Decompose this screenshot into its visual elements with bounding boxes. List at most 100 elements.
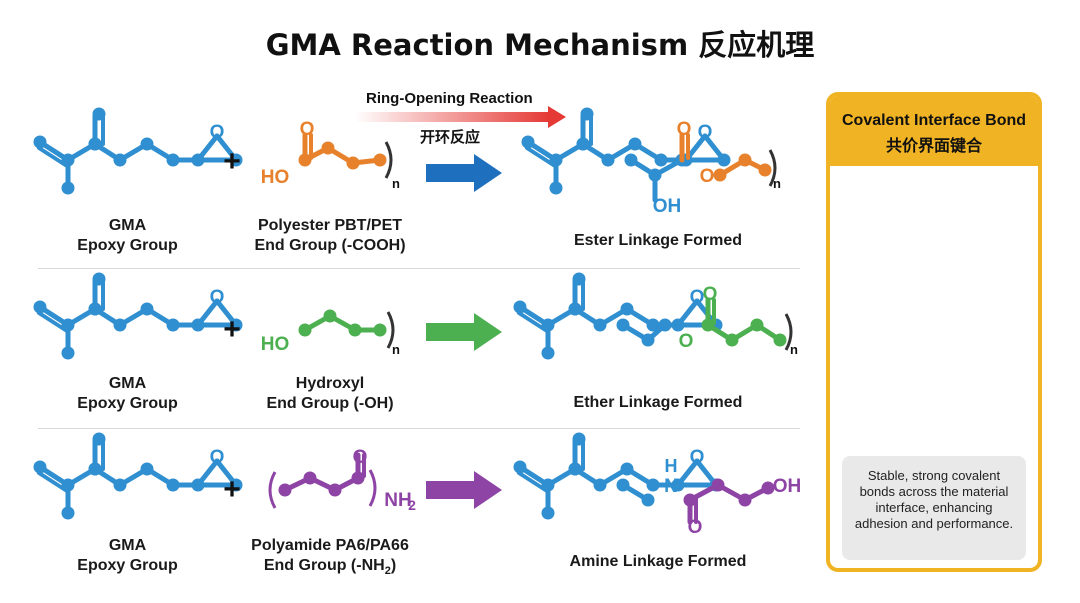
row1-gma-epoxide-l — [195, 133, 220, 163]
row2-prod-ext-atom-1 — [641, 333, 655, 347]
panel-note: Stable, strong covalent bonds across the… — [842, 456, 1026, 560]
row1-gma-epoxide-o: O — [210, 122, 225, 143]
row2-arrow — [426, 313, 502, 351]
reaction-label-en: Ring-Opening Reaction — [366, 90, 533, 107]
row1-acid-atom-3 — [373, 153, 387, 167]
row3-amine-chain-atom-2 — [738, 493, 752, 507]
row1-gma-chain-atom-3 — [166, 153, 180, 167]
row3-gma-chain-atom-1 — [113, 478, 127, 492]
row2-gma-chain-atom-0 — [88, 302, 102, 316]
row3-gma-chain-atom-0 — [88, 462, 102, 476]
row3-gma-atom-1 — [61, 478, 75, 492]
row2-ether-chain-atom-3 — [773, 333, 787, 347]
row3-product-chain-atom-1 — [593, 478, 607, 492]
row3-nh2: NH — [384, 490, 411, 511]
row1-acid-atom-1 — [321, 141, 335, 155]
row3-pa-o: O — [353, 447, 368, 468]
row3-amine-n: N — [664, 476, 678, 497]
row1-gma-atom-1 — [61, 153, 75, 167]
red-arrow-head — [548, 106, 566, 128]
row3-gma-epoxide-l — [195, 458, 220, 488]
row2-product-chain-atom-1 — [593, 318, 607, 332]
panel-title-en: Covalent Interface Bond — [841, 112, 1027, 129]
row3-pa-bracket-left — [268, 471, 277, 509]
row2-gma-atom-2 — [61, 346, 75, 360]
row3-gma-chain-atom-3 — [166, 478, 180, 492]
row2-product-atom-0 — [513, 300, 527, 314]
row1-gma-chain-atom-2 — [140, 137, 154, 151]
row1-prod-n: n — [773, 176, 781, 191]
row2-gma-atom-1 — [61, 318, 75, 332]
row3-pa-bracket — [368, 469, 377, 507]
row3-gma-atom-o — [92, 432, 106, 446]
row2-oh-atom-0 — [298, 323, 312, 337]
row1-product-atom-o — [580, 107, 594, 121]
row2-gma-epoxide-c — [229, 318, 243, 332]
row2-product-epoxide-o: O — [690, 287, 705, 308]
row1-product-epoxide-o: O — [698, 122, 713, 143]
page-title: GMA Reaction Mechanism 反应机理 — [265, 28, 815, 62]
row3-arrow — [426, 471, 502, 509]
row2-product-chain-atom-2 — [620, 302, 634, 316]
row3-pa-atom-1 — [303, 471, 317, 485]
row3-amine-chain-atom-1 — [711, 478, 725, 492]
row1-product-atom-0 — [521, 135, 535, 149]
row3-amine-o: O — [688, 517, 703, 538]
row3-reactant-label: Polyamide PA6/PA66 End Group (-NH2) — [251, 537, 409, 578]
row3-prod-ext-atom-1 — [641, 493, 655, 507]
row2-oh-atom-3 — [373, 323, 387, 337]
row1-acid-atom-2 — [346, 156, 360, 170]
row3-plus: + — [223, 473, 241, 506]
row3-prod-ext-atom-0 — [616, 478, 630, 492]
row1-product-atom-1 — [549, 153, 563, 167]
row3-nh2-sub: 2 — [408, 497, 416, 513]
row1-product-atom-2 — [549, 181, 563, 195]
row1-ho: HO — [261, 167, 290, 188]
row1-prod-ext-atom-0 — [624, 153, 638, 167]
panel-title-zh: 共价界面键合 — [885, 136, 982, 155]
row1-product-chain-atom-3 — [654, 153, 668, 167]
row3-product-label: Amine Linkage Formed — [569, 553, 747, 570]
row2-gma-epoxide-l — [195, 298, 220, 328]
row2-product-label: Ether Linkage Formed — [573, 394, 743, 411]
row1-gma-atom-2 — [61, 181, 75, 195]
row2-ether-o: O — [679, 331, 694, 352]
row3-amine-oh: OH — [773, 476, 802, 497]
row-separator-1 — [38, 268, 800, 269]
row2-gma-epoxide-o: O — [210, 287, 225, 308]
row2-prod-ext-atom-2 — [658, 318, 672, 332]
row2-product-epoxide-l — [675, 298, 700, 328]
row1-prod-bracket — [768, 149, 777, 187]
row2-n: n — [392, 342, 400, 357]
row2-product-atom-2 — [541, 346, 555, 360]
row3-product-atom-o — [572, 432, 586, 446]
row3-gma-atom-2 — [61, 506, 75, 520]
row1-product-epoxide-c — [717, 153, 731, 167]
row1-acid-o: O — [300, 119, 315, 140]
row1-gma-chain-atom-0 — [88, 137, 102, 151]
row3-product-atom-1 — [541, 478, 555, 492]
row1-product-label: Ester Linkage Formed — [573, 232, 743, 249]
row3-pa-atom-2 — [328, 483, 342, 497]
row1-arrow — [426, 154, 502, 192]
row3-product-chain-atom-2 — [620, 462, 634, 476]
row2-product-atom-o — [572, 272, 586, 286]
row1-ester-o2: O — [700, 166, 715, 187]
row1-gma-atom-o — [92, 107, 106, 121]
row2-ether-chain-atom-2 — [750, 318, 764, 332]
row3-gma-chain-atom-2 — [140, 462, 154, 476]
row1-ester-chain-atom-1 — [738, 153, 752, 167]
row3-amine-chain-atom-3 — [761, 481, 775, 495]
row2-gma-chain-atom-2 — [140, 302, 154, 316]
row2-ho: HO — [261, 334, 290, 355]
row2-gma-chain-atom-3 — [166, 318, 180, 332]
row3-gma-atom-0 — [33, 460, 47, 474]
row2-oh-atom-1 — [323, 309, 337, 323]
row3-product-atom-2 — [541, 506, 555, 520]
